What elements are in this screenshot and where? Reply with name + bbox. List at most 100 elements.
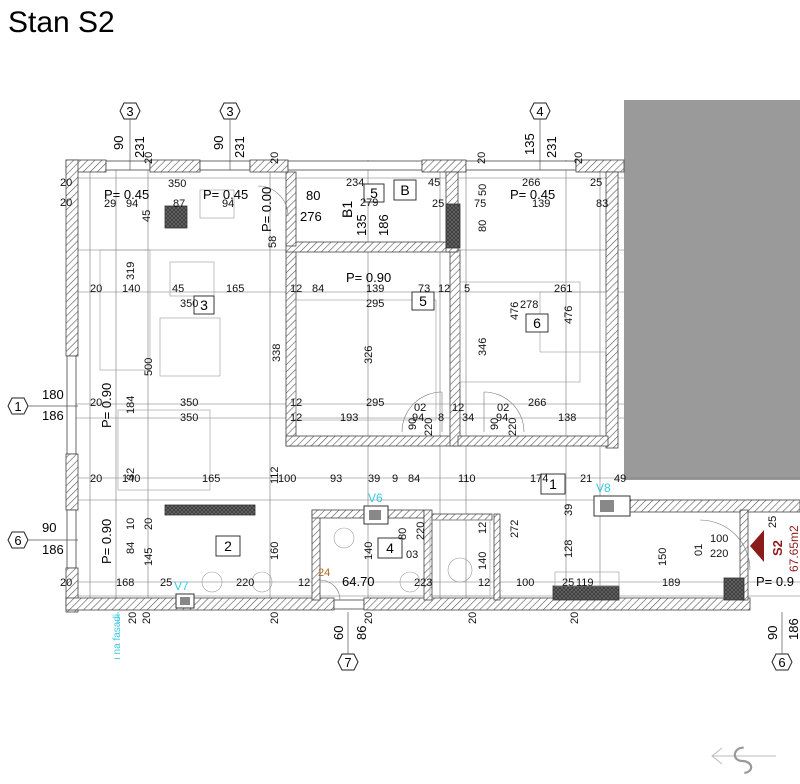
dim-25d: 25 — [562, 577, 574, 589]
room-3: 3 — [200, 297, 208, 313]
dim-12e: 12 — [452, 402, 464, 414]
dim-476: 476 — [509, 302, 521, 320]
dim-12g: 12 — [477, 522, 489, 534]
dim-338: 338 — [271, 344, 283, 362]
dim-01: 01 — [693, 544, 705, 556]
dim-119: 119 — [576, 577, 594, 589]
dim-8: 8 — [438, 412, 444, 424]
dim-350c: 350 — [180, 397, 198, 409]
parapet-7: P= 0.90 — [99, 519, 114, 564]
dim-bottom-20b: 20 — [141, 612, 153, 624]
dim-90b: 90 — [489, 418, 501, 430]
dim-139b: 139 — [366, 283, 384, 295]
parapet-6: P= 0.90 — [99, 383, 114, 428]
unit-badge: S2 67.65m2 — [750, 525, 800, 572]
dim-10: 10 — [125, 518, 137, 530]
dim-20x: 20 — [143, 518, 155, 530]
axis-label-top-4: 4 — [536, 104, 543, 119]
dim-184: 184 — [125, 396, 137, 414]
dim-94: 94 — [126, 198, 138, 210]
dim-58: 58 — [267, 236, 279, 248]
dim-45: 45 — [141, 210, 153, 222]
dim-350d: 350 — [180, 412, 198, 424]
dim-84: 84 — [312, 283, 324, 295]
vent-v8: V8 — [596, 481, 611, 495]
dim-278: 278 — [520, 299, 538, 311]
dim-bottom-90: 90 — [765, 626, 780, 640]
room-4: 4 — [386, 540, 394, 556]
dim-94b: 94 — [496, 412, 508, 424]
top-dimensions: 90 231 90 231 135 231 20 20 20 20 — [111, 133, 585, 164]
dim-140: 140 — [122, 283, 140, 295]
room-b: B — [400, 182, 409, 198]
dim-346: 346 — [477, 338, 489, 356]
dim-138: 138 — [558, 412, 576, 424]
axis-tags: 3 3 4 1 6 7 6 — [7, 102, 793, 671]
dim-45b: 45 — [172, 283, 184, 295]
dim-top-20a: 20 — [143, 152, 155, 164]
dim-139: 139 — [532, 198, 550, 210]
dim-49: 49 — [614, 473, 626, 485]
dim-02b: 02 — [497, 402, 509, 414]
dim-12f: 12 — [298, 577, 310, 589]
unit-code: S2 — [770, 540, 785, 556]
dim-left-20c: 20 — [90, 283, 102, 295]
dim-84c: 84 — [125, 542, 137, 554]
dim-193: 193 — [340, 412, 358, 424]
dim-93: 93 — [330, 473, 342, 485]
dim-bottom-20c: 20 — [269, 612, 281, 624]
dim-bottom-20a: 20 — [127, 612, 139, 624]
axis-tag-top-3b — [219, 102, 241, 120]
axis-label-bottom-7: 7 — [344, 655, 351, 670]
dim-left-186: 186 — [42, 408, 64, 423]
parapet-4: P= 0.90 — [346, 270, 391, 285]
dim-160: 160 — [269, 542, 281, 560]
dim-80b: 80 — [477, 220, 489, 232]
dim-45c: 45 — [428, 177, 440, 189]
dim-left-20e: 20 — [90, 473, 102, 485]
room-5-top: 5 — [370, 185, 378, 201]
vent-units — [175, 495, 631, 609]
dim-top-90b: 90 — [211, 136, 226, 150]
dim-189: 189 — [662, 577, 680, 589]
axis-label-left-6: 6 — [14, 533, 21, 548]
parapet-labels: P= 0.45 P= 0.45 P= 0.00 P= 0.90 P= 0.45 … — [99, 187, 794, 589]
dim-bottom-186: 186 — [786, 618, 800, 640]
dim-279: 279 — [360, 197, 378, 209]
axis-tag-bottom-6 — [771, 653, 793, 671]
dim-220a: 220 — [423, 418, 435, 436]
dim-25c: 25 — [160, 577, 172, 589]
dim-350b: 350 — [180, 298, 198, 310]
door-swings — [257, 185, 751, 601]
dim-165b: 165 — [202, 473, 220, 485]
bottom-dimensions: 60 86 90 186 20 20 20 20 20 20 — [127, 612, 800, 640]
page-title: Stan S2 — [8, 6, 115, 39]
dim-94-2: 94 — [222, 198, 234, 210]
dim-bottom-60: 60 — [331, 626, 346, 640]
dim-168: 168 — [116, 577, 134, 589]
dim-39: 39 — [368, 473, 380, 485]
dim-100: 100 — [278, 473, 296, 485]
axis-tag-left-1 — [7, 397, 29, 415]
dim-220d: 220 — [415, 522, 427, 540]
axis-tag-top-3a — [119, 102, 141, 120]
dim-bottom-20f: 20 — [569, 612, 581, 624]
dim-top-20b: 20 — [269, 152, 281, 164]
dim-left-20b: 20 — [60, 197, 72, 209]
dim-34: 34 — [462, 412, 474, 424]
shafts — [164, 203, 745, 601]
dim-83: 83 — [596, 198, 608, 210]
dim-174: 174 — [530, 473, 548, 485]
parapet-1: P= 0.45 — [104, 187, 149, 202]
dim-140b: 140 — [122, 473, 140, 485]
dim-112: 112 — [269, 466, 281, 484]
dim-top-135: 135 — [522, 133, 537, 155]
axis-tag-top-4 — [529, 102, 551, 120]
vent-labels: V6 V7 V8 ı na fasadi — [112, 481, 611, 660]
vent-v6: V6 — [368, 491, 383, 505]
dim-266: 266 — [522, 177, 540, 189]
dim-top-20c: 20 — [476, 152, 488, 164]
dim-220b: 220 — [507, 418, 519, 436]
dim-165: 165 — [226, 283, 244, 295]
